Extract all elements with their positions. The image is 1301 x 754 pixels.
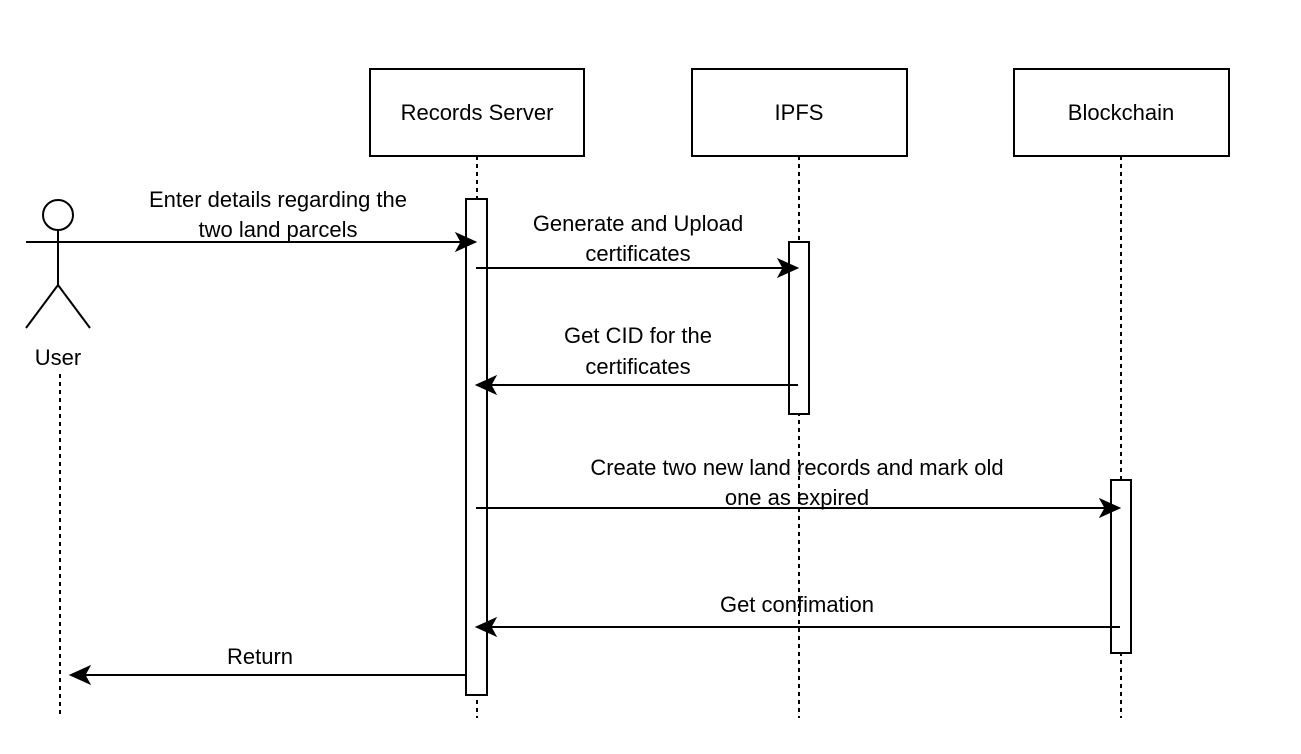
message-label-line: Get confimation xyxy=(720,592,874,617)
message-return: Return xyxy=(68,644,466,686)
blockchain-activation xyxy=(1110,479,1132,654)
ipfs-activation xyxy=(788,241,810,415)
message-label-line: certificates xyxy=(585,354,690,379)
arrowhead-right xyxy=(776,257,800,279)
message-label-line: Return xyxy=(227,644,293,669)
participant-blockchain: Blockchain xyxy=(1013,68,1230,157)
participant-label: Records Server xyxy=(401,100,554,125)
message-create-records: Create two new land records and mark old… xyxy=(476,455,1122,519)
message-label-line: one as expired xyxy=(725,485,869,510)
participant-ipfs: IPFS xyxy=(691,68,908,157)
actor-label: User xyxy=(35,345,81,370)
message-label-line: Enter details regarding the xyxy=(149,187,407,212)
message-label-line: Generate and Upload xyxy=(533,211,743,236)
message-label-line: two land parcels xyxy=(199,217,358,242)
user-actor: User xyxy=(25,199,91,370)
message-label-line: Get CID for the xyxy=(564,323,712,348)
message-get-confirmation: Get confimation xyxy=(474,592,1120,638)
arrowhead-left xyxy=(68,664,92,686)
participant-box xyxy=(369,68,585,157)
arrowhead-left xyxy=(474,374,498,396)
message-label-line: certificates xyxy=(585,241,690,266)
arrowhead-right xyxy=(454,231,478,253)
records-server-activation xyxy=(465,198,488,696)
arrowhead-right xyxy=(1098,497,1122,519)
message-get-cid: Get CID for the certificates xyxy=(474,323,798,396)
participant-box xyxy=(1013,68,1230,157)
arrowhead-left xyxy=(474,616,498,638)
participant-label: Blockchain xyxy=(1068,100,1174,125)
message-enter-details: Enter details regarding the two land par… xyxy=(58,187,478,253)
participant-label: IPFS xyxy=(775,100,824,125)
participant-box xyxy=(691,68,908,157)
message-label-line: Create two new land records and mark old xyxy=(590,455,1003,480)
participant-records-server: Records Server xyxy=(369,68,585,157)
message-generate-upload: Generate and Upload certificates xyxy=(476,211,800,279)
actor-leg-right xyxy=(57,284,91,329)
actor-leg-left xyxy=(25,284,59,329)
actor-head xyxy=(42,199,74,231)
